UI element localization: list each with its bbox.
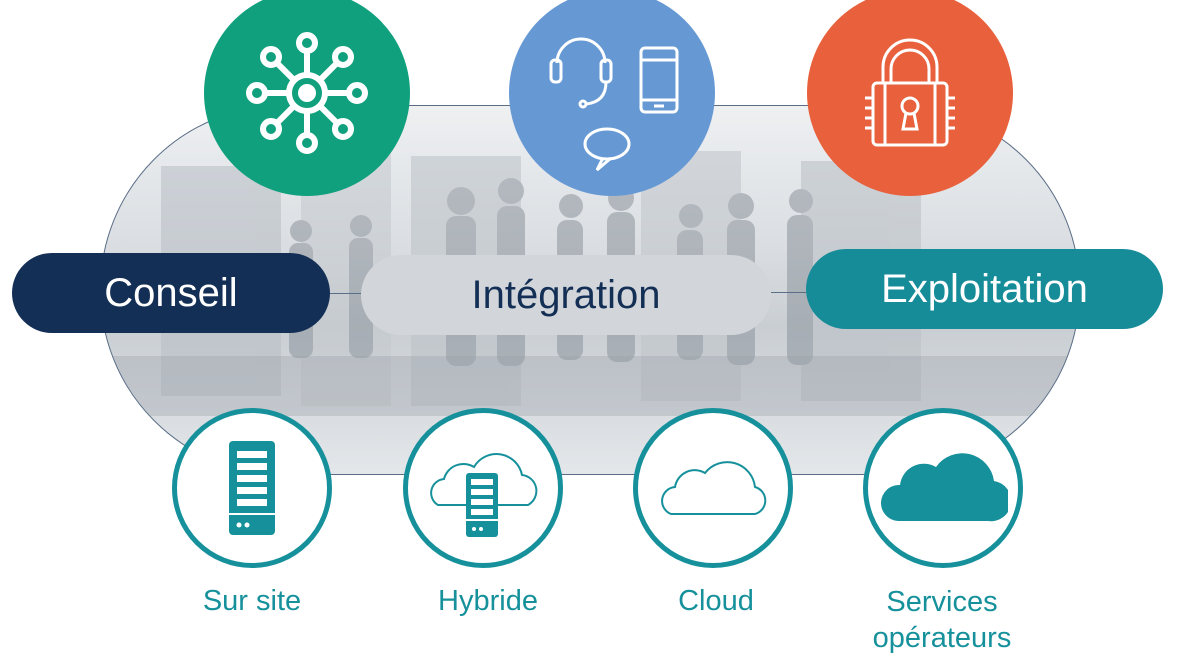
cloud-filled-icon [880, 453, 1008, 522]
on-site-circle [172, 408, 332, 568]
label-hybride: Hybride [438, 585, 538, 617]
pill-exploitation-label: Exploitation [881, 266, 1088, 311]
label-sur-site: Sur site [202, 585, 302, 617]
cloud-outline-icon [661, 461, 767, 515]
padlock-icon [865, 38, 955, 147]
cloud-circle [633, 408, 793, 568]
cloud-server-icon [430, 453, 538, 537]
connector-conseil-integration [330, 293, 361, 294]
operations-circle [807, 0, 1013, 196]
label-services-operateurs: Services opérateurs [872, 586, 1012, 654]
headset-mobile-chat-icon [549, 37, 679, 172]
pill-conseil: Conseil [12, 253, 330, 333]
label-cloud: Cloud [678, 585, 754, 617]
pill-integration: Intégration [361, 255, 771, 335]
connector-integration-exploitation [771, 292, 806, 293]
consulting-circle [204, 0, 410, 196]
pill-conseil-label: Conseil [104, 270, 238, 315]
pill-exploitation: Exploitation [806, 249, 1163, 329]
hybrid-circle [403, 408, 563, 568]
server-icon [229, 441, 275, 535]
pill-integration-label: Intégration [471, 272, 661, 317]
operator-services-circle [863, 408, 1023, 568]
network-hub-icon [246, 32, 368, 154]
integration-circle [509, 0, 715, 196]
